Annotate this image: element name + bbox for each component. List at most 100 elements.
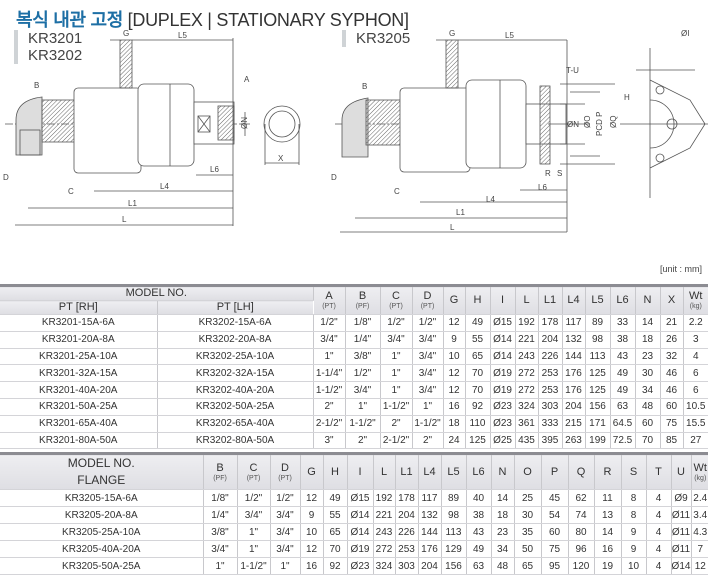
value-cell: 221 — [373, 506, 396, 524]
model-cell: KR3201-40A-20A — [0, 381, 158, 399]
model-cell: KR3202-40A-20A — [157, 381, 314, 399]
value-cell: 3.4 — [691, 506, 708, 524]
value-cell: 178 — [538, 314, 563, 332]
value-cell: 132 — [562, 331, 586, 349]
value-cell: 1" — [270, 557, 301, 575]
value-cell: 2.4 — [691, 489, 708, 507]
value-cell: Ø23 — [347, 557, 374, 575]
value-cell: 110 — [465, 415, 491, 433]
value-cell: Ø11 — [671, 506, 692, 524]
value-cell: 6 — [683, 381, 708, 399]
value-cell: 204 — [395, 506, 419, 524]
value-cell: 3/4" — [270, 540, 301, 558]
value-cell: 23 — [491, 523, 515, 541]
column-header-c: C(PT) — [237, 453, 271, 490]
column-header-l1: L1 — [538, 285, 563, 315]
value-cell: 324 — [373, 557, 396, 575]
drawing1-labels: G L5 A B ØN X L6 D C L4 L1 L — [3, 29, 284, 224]
value-cell: 92 — [465, 398, 491, 416]
value-cell: 253 — [538, 364, 563, 383]
value-cell: 8 — [621, 506, 647, 524]
value-cell: 75 — [541, 540, 569, 558]
value-cell: 12 — [443, 381, 466, 399]
value-cell: 3/8" — [203, 523, 238, 541]
value-cell: 3/8" — [345, 348, 381, 366]
model-cell: KR3202-65A-40A — [157, 415, 314, 433]
value-cell: 215 — [562, 415, 586, 433]
column-header-unit: (PT) — [246, 474, 261, 482]
value-cell: 65 — [323, 523, 348, 541]
label-b: B — [362, 82, 367, 91]
column-header-s: S — [621, 453, 647, 490]
column-header-wt: Wt(kg) — [683, 285, 708, 315]
column-header-label: L6 — [472, 465, 485, 478]
value-cell: 26 — [660, 331, 684, 349]
value-cell: 10 — [621, 557, 647, 575]
column-header-b: B(PF) — [203, 453, 238, 490]
value-cell: 2" — [412, 432, 444, 450]
label-i: ØI — [681, 29, 689, 38]
column-header-n: N — [491, 453, 515, 490]
label-c: C — [394, 187, 400, 196]
value-cell: Ø14 — [490, 348, 516, 366]
value-cell: 2.2 — [683, 314, 708, 332]
model-cell: KR3201-50A-25A — [0, 398, 158, 416]
value-cell: 1/4" — [345, 331, 381, 349]
value-cell: 1" — [237, 523, 271, 541]
column-header-label: L — [380, 465, 388, 478]
column-header-x: X — [660, 285, 684, 315]
column-header-unit: (PT) — [389, 303, 403, 310]
value-cell: 9 — [443, 331, 466, 349]
value-cell: 49 — [323, 489, 348, 507]
column-header-unit: (kg) — [694, 474, 707, 482]
value-cell: 11 — [594, 489, 622, 507]
value-cell: 49 — [610, 381, 636, 399]
model-cell: KR3202-80A-50A — [157, 432, 314, 450]
column-header-l1: L1 — [395, 453, 419, 490]
value-cell: 395 — [538, 432, 563, 450]
value-cell: 12 — [300, 540, 324, 558]
value-cell: 30 — [635, 364, 661, 383]
value-cell: 303 — [395, 557, 419, 575]
column-header-p: P — [541, 453, 569, 490]
value-cell: 9 — [621, 523, 647, 541]
value-cell: 12 — [691, 557, 708, 575]
value-cell: 1" — [380, 381, 413, 399]
value-cell: 125 — [585, 381, 611, 399]
column-header-l: L — [373, 453, 396, 490]
value-cell: Ø19 — [490, 381, 516, 399]
model-no-header: MODEL NO. — [0, 285, 314, 301]
value-cell: 46 — [660, 381, 684, 399]
column-header-label: I — [358, 465, 362, 478]
value-cell: Ø23 — [490, 415, 516, 433]
value-cell: 324 — [515, 398, 539, 416]
column-header-label: H — [331, 465, 339, 478]
value-cell: 6 — [683, 364, 708, 383]
model-cell: KR3201-65A-40A — [0, 415, 158, 433]
value-cell: 113 — [585, 348, 611, 366]
value-cell: 3/4" — [203, 540, 238, 558]
label-g: G — [449, 29, 455, 38]
value-cell: 113 — [441, 523, 467, 541]
column-header-label: L6 — [616, 294, 629, 306]
label-l1: L1 — [128, 199, 137, 208]
value-cell: 1/2" — [313, 314, 346, 332]
value-cell: Ø14 — [347, 506, 374, 524]
label-l6: L6 — [210, 165, 219, 174]
column-header-t: T — [646, 453, 672, 490]
column-header-label: X — [667, 294, 676, 306]
value-cell: 3/4" — [237, 506, 271, 524]
value-cell: 38 — [466, 506, 492, 524]
value-cell: 3/4" — [412, 381, 444, 399]
title-english: [DUPLEX | STATIONARY SYPHON] — [127, 10, 409, 30]
column-header-label: U — [677, 465, 685, 478]
value-cell: 70 — [465, 364, 491, 383]
value-cell: 435 — [515, 432, 539, 450]
label-pcd-p: PCD P — [595, 112, 604, 136]
drawing-kr3201 — [5, 38, 301, 226]
value-cell: Ø14 — [671, 557, 692, 575]
value-cell: Ø23 — [490, 398, 516, 416]
